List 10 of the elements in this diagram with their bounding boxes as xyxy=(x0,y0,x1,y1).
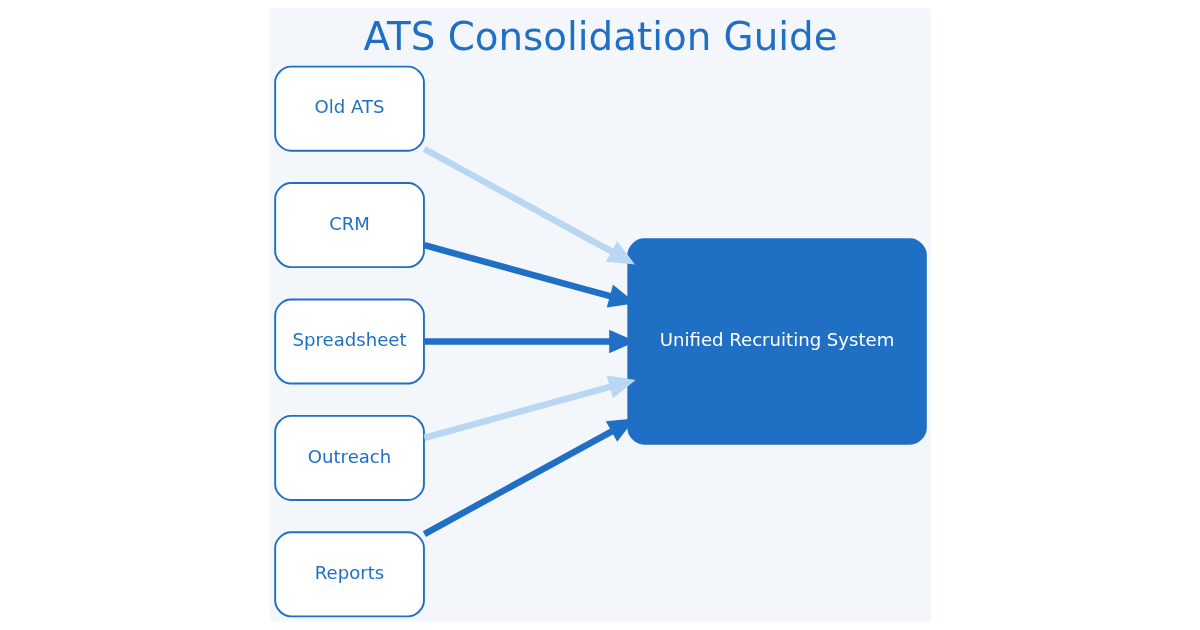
diagram-title: ATS Consolidation Guide xyxy=(362,13,838,59)
node-box: Unified Recruiting System xyxy=(626,238,927,445)
node-box: Spreadsheet xyxy=(273,298,425,385)
node-box: Reports xyxy=(273,531,425,618)
node-box: Old ATS xyxy=(273,65,425,152)
arrow xyxy=(423,375,636,441)
node-box: Outreach xyxy=(273,414,425,501)
arrow xyxy=(423,242,636,308)
arrow xyxy=(422,146,635,265)
node-box: CRM xyxy=(273,182,425,269)
